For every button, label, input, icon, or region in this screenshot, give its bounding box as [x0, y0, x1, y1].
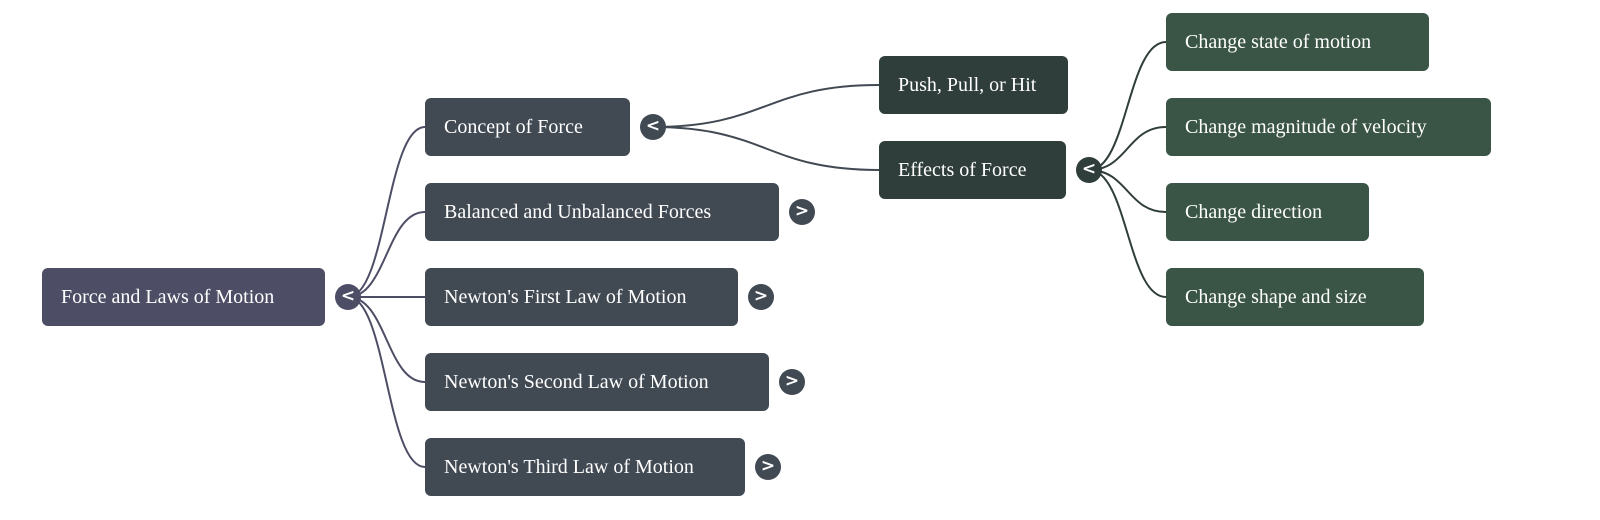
- collapse-toggle-icon[interactable]: <: [640, 114, 666, 140]
- node-label: Change shape and size: [1185, 286, 1367, 308]
- node-change-magnitude-of-velocity[interactable]: Change magnitude of velocity: [1166, 98, 1491, 156]
- node-label: Concept of Force: [444, 116, 583, 138]
- node-label: Change magnitude of velocity: [1185, 116, 1427, 138]
- node-label: Balanced and Unbalanced Forces: [444, 201, 712, 223]
- node-label: Newton's First Law of Motion: [444, 286, 687, 308]
- node-change-state-of-motion[interactable]: Change state of motion: [1166, 13, 1429, 71]
- node-label: Push, Pull, or Hit: [898, 74, 1037, 96]
- expand-toggle-icon[interactable]: >: [779, 369, 805, 395]
- node-label: Change direction: [1185, 201, 1323, 223]
- node-newtons-first-law[interactable]: Newton's First Law of Motion: [425, 268, 738, 326]
- connector-concept: [652, 126, 880, 171]
- node-newtons-second-law[interactable]: Newton's Second Law of Motion: [425, 353, 769, 411]
- node-effects-of-force[interactable]: Effects of Force: [879, 141, 1066, 199]
- expand-toggle-icon[interactable]: >: [755, 454, 781, 480]
- connector-root: [347, 296, 426, 383]
- node-change-shape-and-size[interactable]: Change shape and size: [1166, 268, 1424, 326]
- node-label: Change state of motion: [1185, 31, 1372, 53]
- connector-root: [347, 296, 426, 468]
- node-label: Newton's Second Law of Motion: [444, 371, 709, 393]
- connector-concept: [652, 84, 880, 128]
- node-label: Force and Laws of Motion: [61, 286, 275, 308]
- root-node[interactable]: Force and Laws of Motion: [42, 268, 325, 326]
- node-label: Newton's Third Law of Motion: [444, 456, 694, 478]
- collapse-toggle-icon[interactable]: <: [1076, 157, 1102, 183]
- node-concept-of-force[interactable]: Concept of Force: [425, 98, 630, 156]
- expand-toggle-icon[interactable]: >: [748, 284, 774, 310]
- connector-root: [347, 126, 426, 298]
- node-balanced-unbalanced-forces[interactable]: Balanced and Unbalanced Forces: [425, 183, 779, 241]
- node-push-pull-hit[interactable]: Push, Pull, or Hit: [879, 56, 1068, 114]
- node-label: Effects of Force: [898, 159, 1027, 181]
- connector-effects: [1088, 41, 1167, 171]
- connector-effects: [1088, 169, 1167, 298]
- collapse-toggle-icon[interactable]: <: [335, 284, 361, 310]
- connector-root: [347, 211, 426, 298]
- connector-effects: [1088, 169, 1167, 213]
- node-newtons-third-law[interactable]: Newton's Third Law of Motion: [425, 438, 745, 496]
- node-change-direction[interactable]: Change direction: [1166, 183, 1369, 241]
- expand-toggle-icon[interactable]: >: [789, 199, 815, 225]
